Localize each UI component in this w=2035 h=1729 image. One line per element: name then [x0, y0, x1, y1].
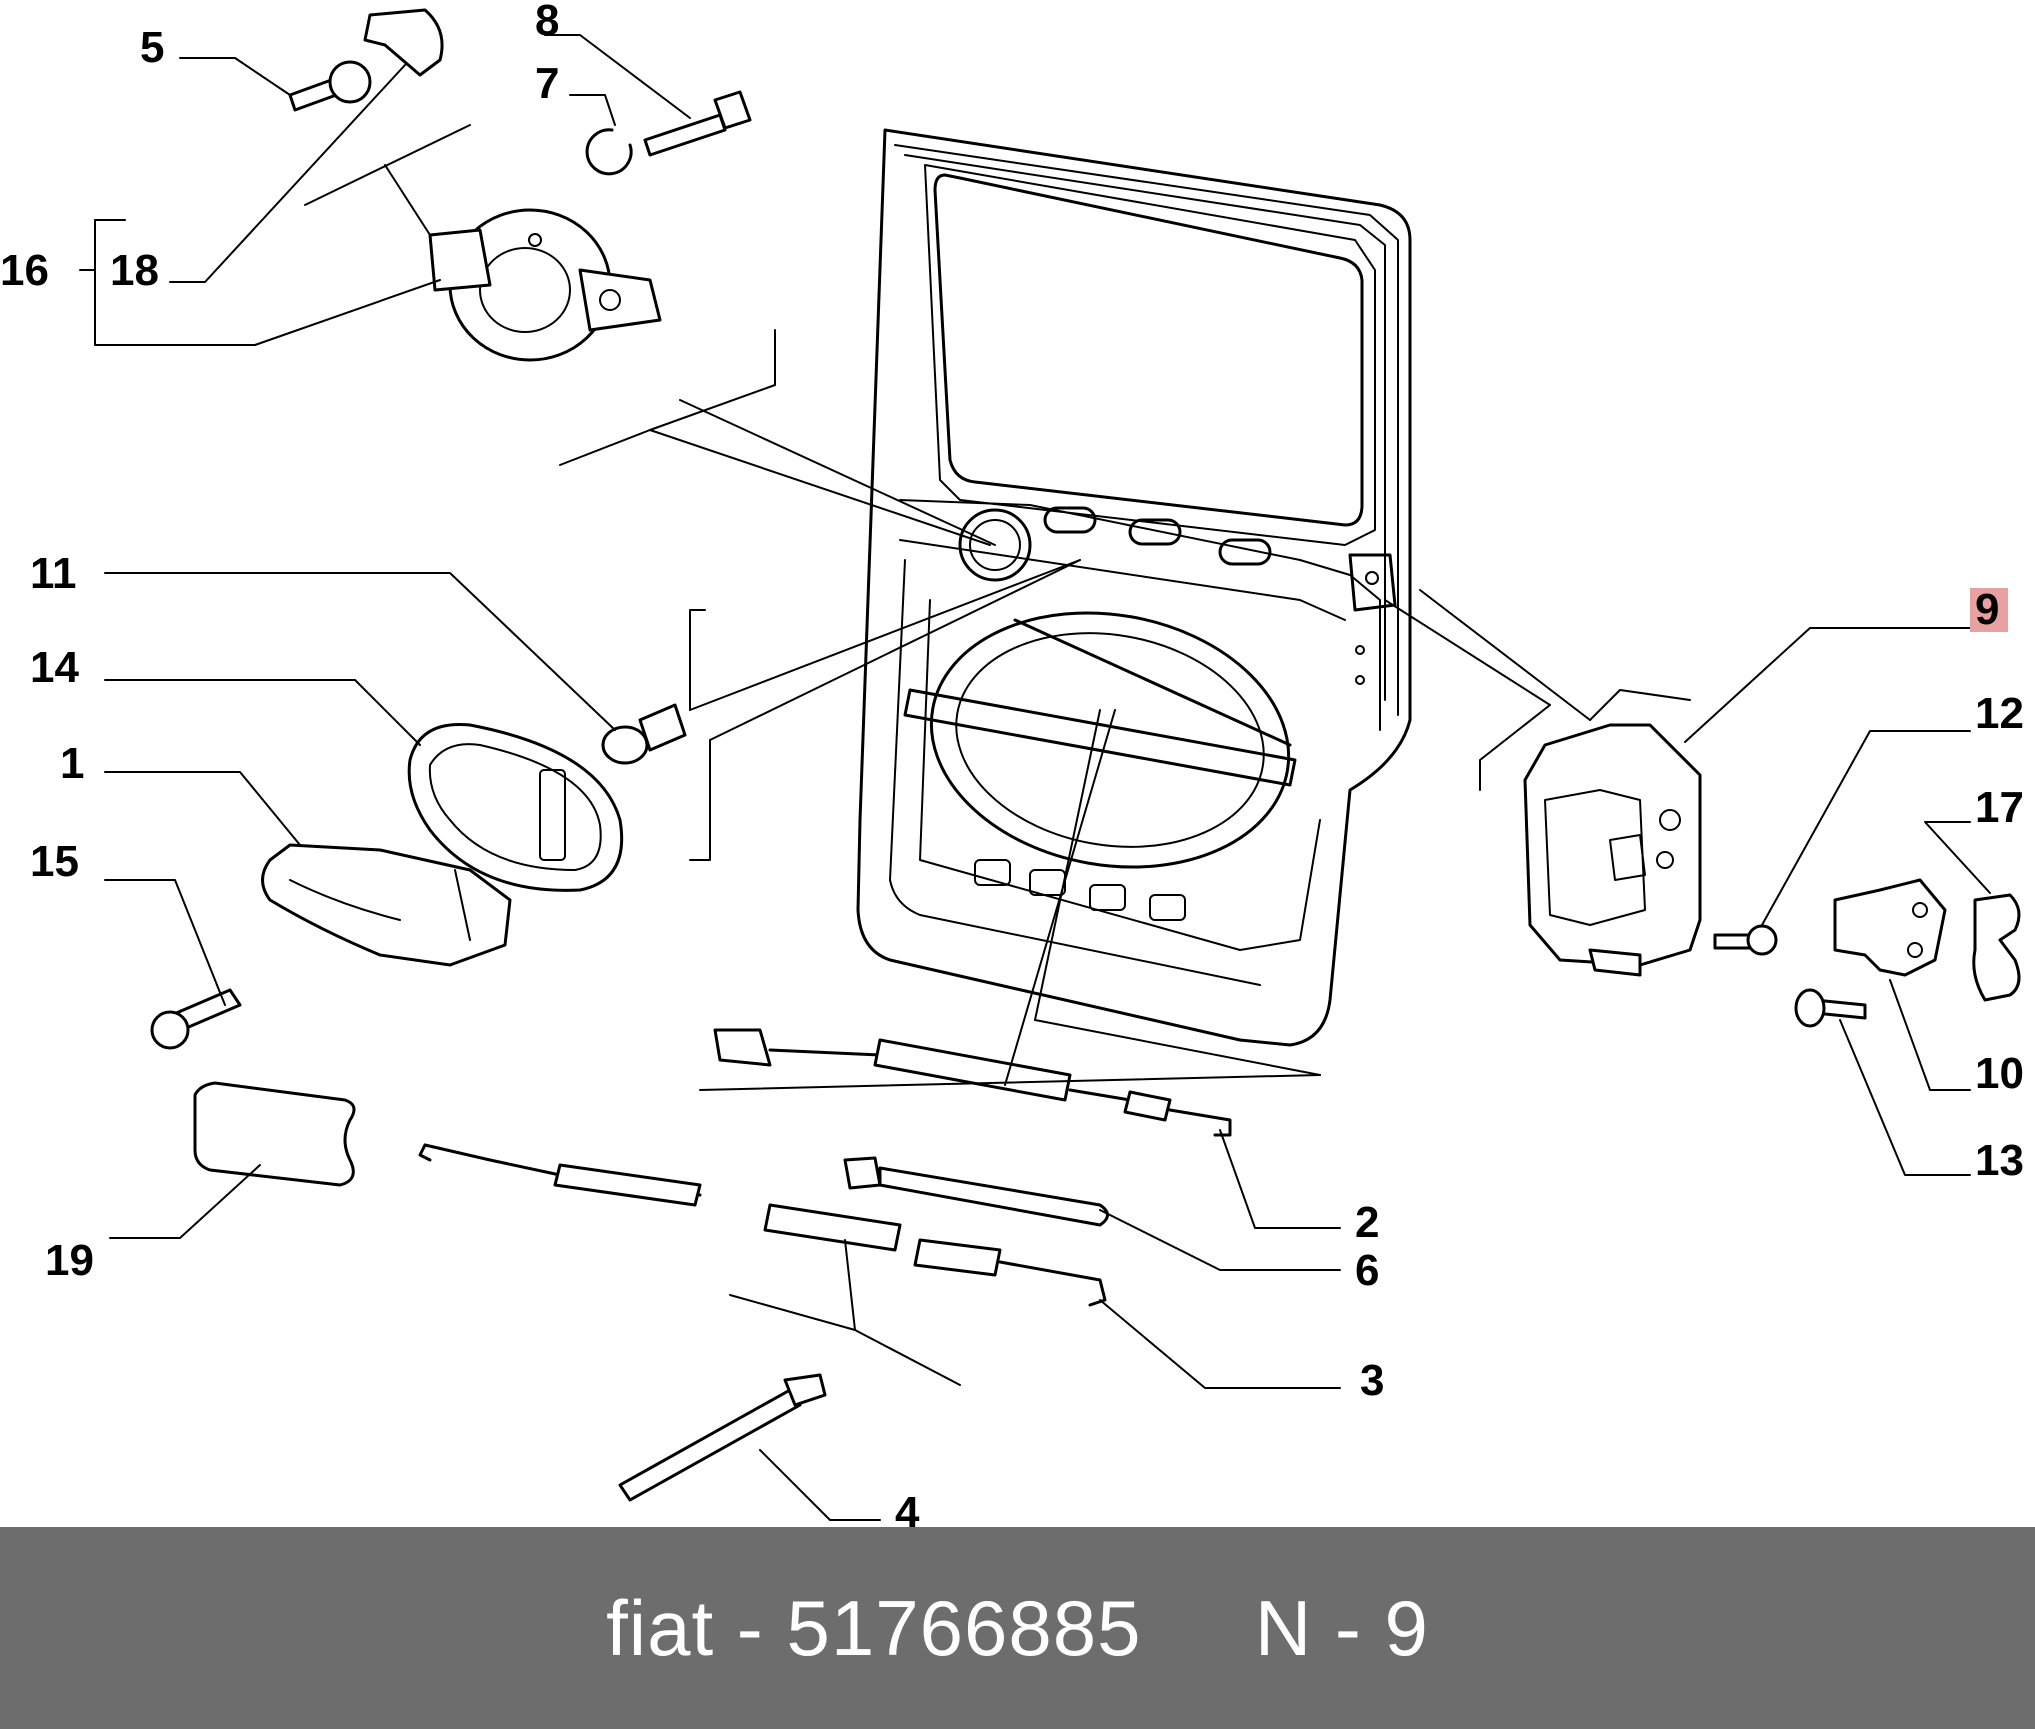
- callout-9: 9: [1975, 585, 1999, 634]
- callout-15: 15: [30, 837, 79, 886]
- caption-gap: [1142, 1584, 1255, 1672]
- ref-number: 9: [1384, 1583, 1429, 1672]
- cable-part-2: [713, 1028, 1232, 1137]
- brand-name: fiat: [606, 1583, 715, 1672]
- caption-bar: fiat - 51766885 N - 9: [0, 1527, 2035, 1729]
- screw-part-15: [150, 988, 242, 1050]
- callout-14: 14: [30, 643, 79, 692]
- door-panel: [856, 128, 1412, 1047]
- callout-7: 7: [535, 59, 559, 108]
- callout-17: 17: [1975, 783, 2024, 832]
- callout-2: 2: [1355, 1198, 1379, 1247]
- caption-text: fiat - 51766885 N - 9: [606, 1583, 1429, 1674]
- strip-part-6: [843, 1156, 1109, 1227]
- callout-5: 5: [140, 23, 164, 72]
- screw-part-13: [1794, 988, 1867, 1028]
- cable-part-3: [418, 1143, 1107, 1307]
- callout-9-highlight: [1970, 588, 2008, 632]
- lock-part-9: [1523, 723, 1702, 977]
- pad-part-19: [193, 1081, 356, 1187]
- leader-lines: [79, 34, 1991, 1521]
- bracket-part-10: [1833, 878, 1947, 977]
- caption-separator: -: [714, 1583, 787, 1672]
- callout-11: 11: [30, 549, 77, 598]
- callout-labels: 5 8 7 16 18 11 14 1 15 19 2 6 3 4 9 12 1…: [0, 0, 2024, 1527]
- clip-part-18: [363, 8, 444, 77]
- plate-part-17: [1972, 893, 2021, 1002]
- callout-18: 18: [110, 246, 159, 295]
- fuel-flap-housing: [428, 208, 662, 362]
- screw-part-12: [1713, 924, 1778, 956]
- tie-part-4: [618, 1373, 827, 1502]
- parts-diagram: 5 8 7 16 18 11 14 1 15 19 2 6 3 4 9 12 1…: [0, 0, 2024, 1527]
- callout-1: 1: [60, 739, 84, 788]
- handle-bezel-part-14: [407, 722, 624, 892]
- grommet-part-11: [601, 703, 687, 765]
- callout-16: 16: [0, 246, 49, 295]
- handle-part-1: [261, 843, 512, 967]
- bolt-part-8: [643, 90, 752, 157]
- ring-part-7: [585, 128, 633, 176]
- callout-3: 3: [1360, 1356, 1384, 1405]
- screw-part-5: [288, 60, 372, 112]
- callout-12: 12: [1975, 689, 2024, 738]
- ref-prefix: N -: [1254, 1583, 1385, 1672]
- callout-13: 13: [1975, 1136, 2024, 1185]
- callout-8: 8: [535, 0, 559, 45]
- callout-19: 19: [45, 1236, 94, 1285]
- callout-6: 6: [1355, 1246, 1379, 1295]
- callout-10: 10: [1975, 1049, 2024, 1098]
- part-number: 51766885: [786, 1583, 1142, 1672]
- callout-4: 4: [895, 1488, 920, 1527]
